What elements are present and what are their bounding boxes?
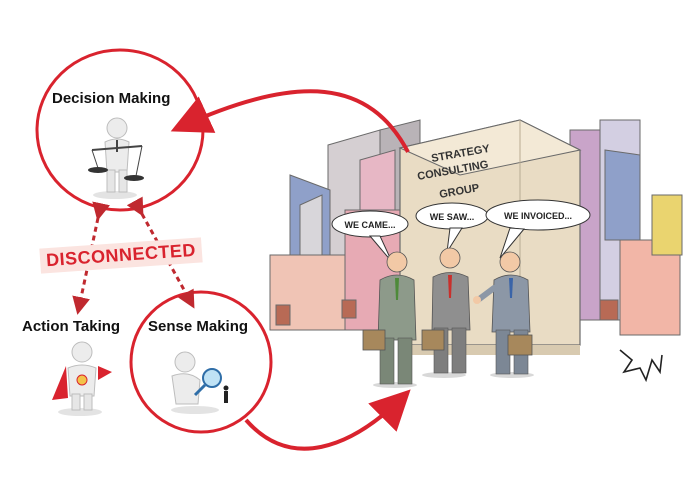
businessman-right [473, 251, 534, 378]
magnifier-figure-icon [171, 351, 229, 414]
sense-making-label: Sense Making [148, 318, 249, 335]
sense-making-circle [129, 290, 273, 434]
arrow-consulting-to-decision [170, 89, 410, 153]
decision-making-label: Decision Making [52, 90, 171, 107]
speech-bubble-1: WE CAME... [331, 210, 409, 263]
scale-figure-icon [88, 117, 144, 199]
arrow-sense-to-consulting [244, 389, 411, 451]
speech-bubble-3: WE INVOICED... [485, 199, 591, 259]
bubble-text-saw: WE SAW... [430, 212, 475, 222]
speech-bubble-2: WE SAW... [415, 202, 489, 253]
businessman-middle [421, 247, 471, 378]
signature-scribble [619, 349, 663, 383]
consulting-building [398, 119, 582, 355]
action-taking-label: Action Taking [22, 318, 121, 335]
businessman-left [362, 251, 417, 388]
superhero-figure-icon [52, 341, 112, 416]
bubble-text-came: WE CAME... [345, 220, 396, 230]
bubble-text-invoiced: WE INVOICED... [504, 211, 572, 221]
